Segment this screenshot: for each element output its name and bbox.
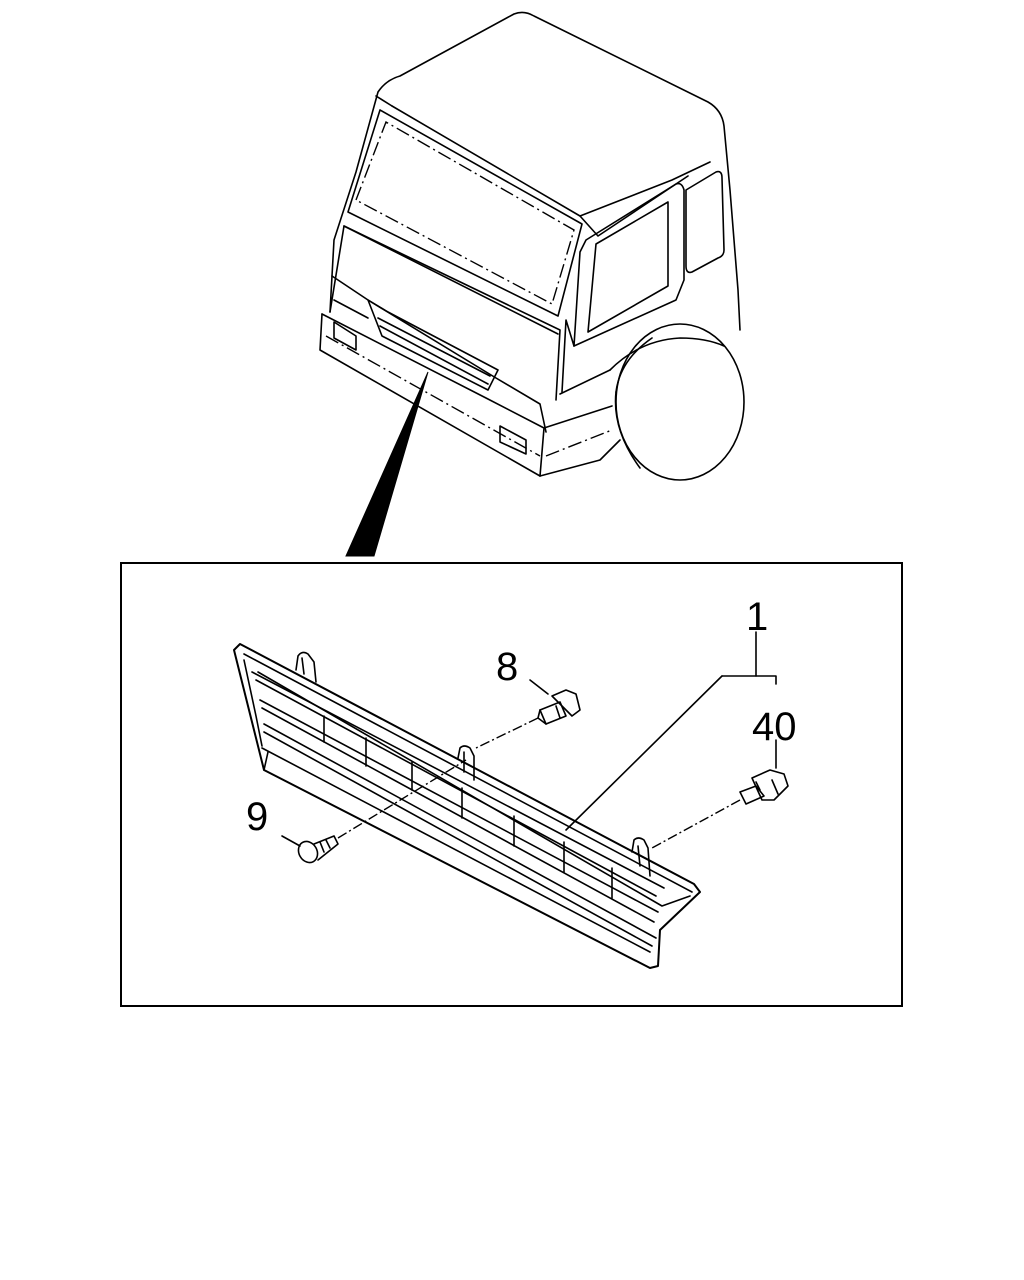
clip-part-40 — [739, 769, 789, 805]
grille-part — [233, 643, 701, 969]
callout-part-8: 8 — [496, 645, 518, 689]
pointer-wedge — [345, 371, 429, 557]
callout-part-9: 9 — [246, 795, 268, 839]
leader-lines — [281, 631, 777, 849]
screw-part-9 — [297, 835, 339, 864]
truck-cab-illustration — [319, 11, 745, 481]
detail-frame — [120, 562, 903, 1007]
callout-part-40: 40 — [752, 705, 797, 749]
clip-part-8 — [537, 689, 581, 725]
callout-part-1: 1 — [746, 595, 768, 639]
